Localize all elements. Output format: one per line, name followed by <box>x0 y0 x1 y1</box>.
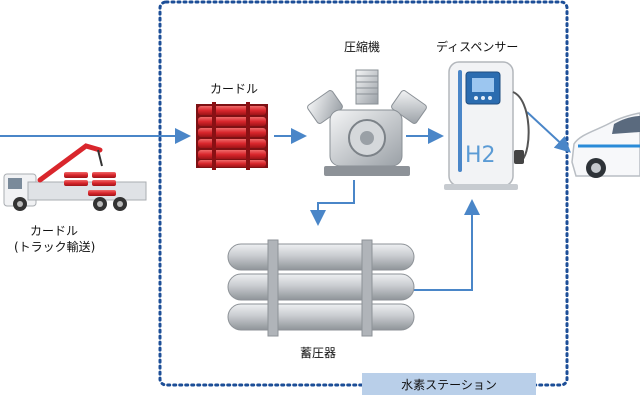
station-boundary <box>158 0 569 387</box>
truck-icon <box>3 143 147 211</box>
arrow-compressor-to-accumulator <box>310 180 355 226</box>
compressor-icon <box>307 69 427 176</box>
station-label: 水素ステーション <box>362 373 536 395</box>
car-icon <box>571 112 640 178</box>
compressor-label: 圧縮機 <box>344 40 381 54</box>
dispenser-label: ディスペンサー <box>436 40 519 54</box>
accumulator-label: 蓄圧器 <box>300 346 337 360</box>
accumulator-icon <box>227 239 415 337</box>
arrow-dispenser-to-car <box>526 111 571 153</box>
dispenser-h2-symbol: H2 <box>465 143 496 168</box>
truck-curdle-label: カードル <box>30 224 79 238</box>
flow-arrows <box>0 111 571 291</box>
dispenser-icon: H2 <box>444 61 530 190</box>
curdle-label: カードル <box>210 82 259 96</box>
arrow-accumulator-to-dispenser <box>414 199 480 291</box>
truck-transport-label: (トラック輸送) <box>14 240 96 254</box>
curdle-icon <box>196 102 268 170</box>
